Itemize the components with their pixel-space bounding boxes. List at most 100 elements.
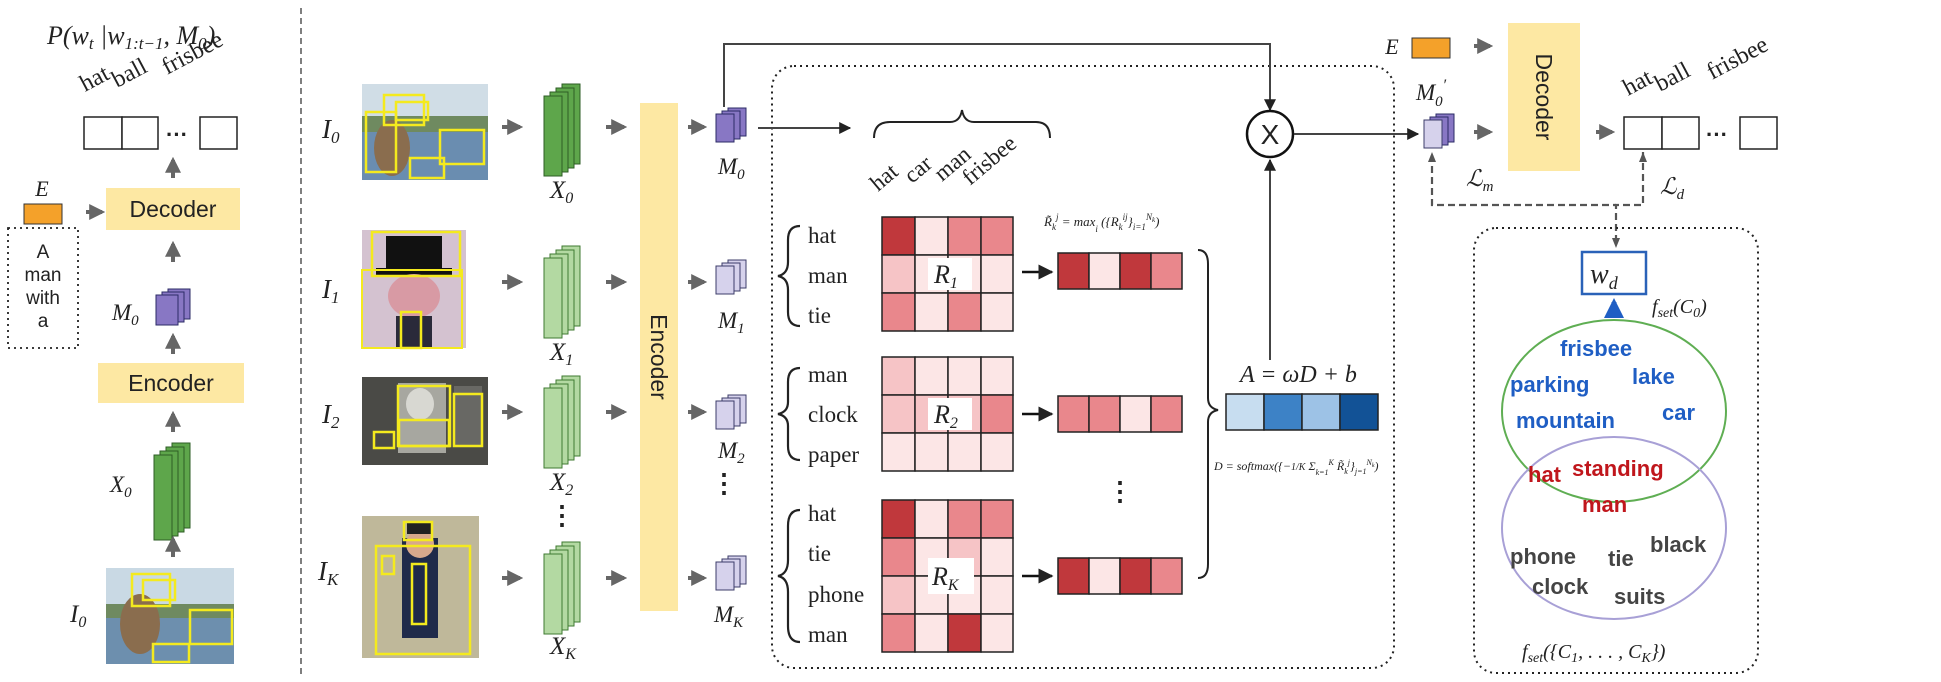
left-i0-label: I0 [69,601,86,631]
matrix-r1-row-man: man [808,263,848,288]
encoder-to-memory-arrows [688,119,708,586]
image-i1 [361,230,466,350]
right-decoder-box [1508,23,1580,171]
image-ik [362,516,479,658]
right-word-ball: ball [1651,57,1695,97]
left-i0-image [106,568,234,664]
memory-vertical-dots: ⋮ [711,468,737,498]
left-m0-label: M0 [111,300,139,329]
right-output-tokens: ··· [1623,116,1778,150]
blue-word-car: car [1662,400,1695,425]
image-label-i0: I0 [321,114,340,147]
d-formula: D = softmax({−1/K Σk=1K R̃kj}j=1Nk) [1213,458,1378,477]
wd-box [1580,250,1648,296]
left-e-box [23,203,63,225]
matrix-rk: hat tie phone man [777,499,1014,653]
venn-red-words: hat standing man [1528,456,1664,517]
left-token-dots: ··· [166,122,188,147]
left-output-tokens: ··· [83,116,238,150]
left-prefix-line-4: a [38,311,49,332]
image-labels: I0 I1 I2 IK [317,114,340,589]
right-e-box [1411,37,1451,59]
fset-ck-label: fset({C1, . . . , CK}) [1522,641,1666,666]
left-word-ball: ball [108,53,152,93]
image-label-i1: I1 [321,274,340,307]
matrix-r2-row-clock: clock [808,402,858,427]
memory-label-m0: M0 [717,154,745,183]
red-word-standing: standing [1572,456,1664,481]
gray-word-clock: clock [1532,574,1589,599]
left-panel: P(wt |w1:t−1, M0) hat ball frisbee ··· D… [7,21,244,664]
right-word-hat: hat [1619,64,1657,101]
image-to-feature-arrows [502,119,524,586]
matrix-r1: hat man tie R1 [777,216,1014,332]
memory-stack-m0 [715,107,747,143]
relation-dashed-box [771,65,1395,669]
feature-label-xk: XK [549,633,577,663]
feature-label-x2: X2 [549,469,573,499]
gray-word-suits: suits [1614,584,1665,609]
matrix-r2-row-paper: paper [808,442,859,467]
word-set-dashed-box [1473,227,1759,674]
venn-c0-circle [1501,319,1727,503]
left-m0-stack [155,288,191,326]
column-words: hat car man frisbee [865,130,1021,195]
feature-stack-x1 [543,245,581,339]
venn-blue-words: frisbee parking lake mountain car [1510,336,1695,433]
multiply-symbol: X [1261,119,1280,150]
feature-to-encoder-arrows [606,119,628,586]
right-output-words: hat ball frisbee [1619,32,1773,102]
fset-c0-label: fset(C0) [1652,296,1707,321]
vector-r1 [1057,252,1183,290]
matrix-r1-row-tie: tie [808,303,831,328]
blue-word-parking: parking [1510,372,1589,397]
rk-max-formula: R̃kj = maxi ({Rkij}i=1Nk) [1043,212,1159,234]
feature-labels: X0 X1 X2 XK ⋮ [549,177,577,663]
matrix-r1-row-hat: hat [808,223,837,248]
right-word-frisbee: frisbee [1703,32,1773,86]
feature-stack-x0 [543,83,581,177]
image-label-i2: I2 [321,399,340,432]
matrix-rk-row-man: man [808,622,848,647]
right-loss-d: ℒd [1660,174,1685,203]
right-loss-m: ℒm [1466,166,1494,195]
memory-label-m2: M2 [717,438,745,467]
memory-stack-mk [715,555,747,591]
vector-vertical-dots: ⋮ [1107,476,1133,506]
matrix-rk-row-hat: hat [808,501,837,526]
image-i2 [362,377,488,465]
memory-stack-m2 [715,394,747,430]
left-encoder-box [98,363,244,403]
feature-label-x0: X0 [549,177,573,207]
right-e-label: E [1384,34,1399,59]
m0-prime-to-wd-dashed [1430,155,1616,207]
vector-r2 [1057,395,1183,433]
left-prefix-box [7,227,79,349]
right-token-dots: ··· [1706,122,1728,147]
feature-vertical-dots: ⋮ [549,500,575,530]
feature-stack-xk [543,541,581,635]
right-panel: E M0′ Decoder ℒm ℒd hat ball frisbee ··· [1384,23,1778,674]
right-m0-prime-label: M0′ [1415,77,1447,110]
column-word-hat: hat [865,158,903,196]
left-word-hat: hat [76,60,114,97]
left-e-label: E [34,176,49,201]
feature-label-x1: X1 [549,339,573,369]
matrix-rk-row-tie: tie [808,541,831,566]
matrix-r2-label: R2 [933,400,958,432]
matrix-rk-row-phone: phone [808,582,864,607]
venn-gray-words: phone tie black clock suits [1510,532,1707,609]
memory-labels: M0 M1 M2 MK ⋮ [711,154,745,631]
image-label-ik: IK [317,556,340,589]
m0-skip-path [723,43,1276,112]
right-m0-prime-stack [1423,113,1455,149]
feature-stack-x2 [543,375,581,469]
a-formula: A = ωD + b [1238,362,1357,388]
column-brace [873,109,1051,139]
memory-label-m1: M1 [717,308,745,337]
left-x0-label: X0 [109,472,132,501]
matrix-r2-brace [777,366,801,462]
left-decoder-box [106,188,240,230]
middle-panel: I0 I1 I2 IK [317,43,1420,669]
left-prefix-line-1: A [37,242,50,263]
